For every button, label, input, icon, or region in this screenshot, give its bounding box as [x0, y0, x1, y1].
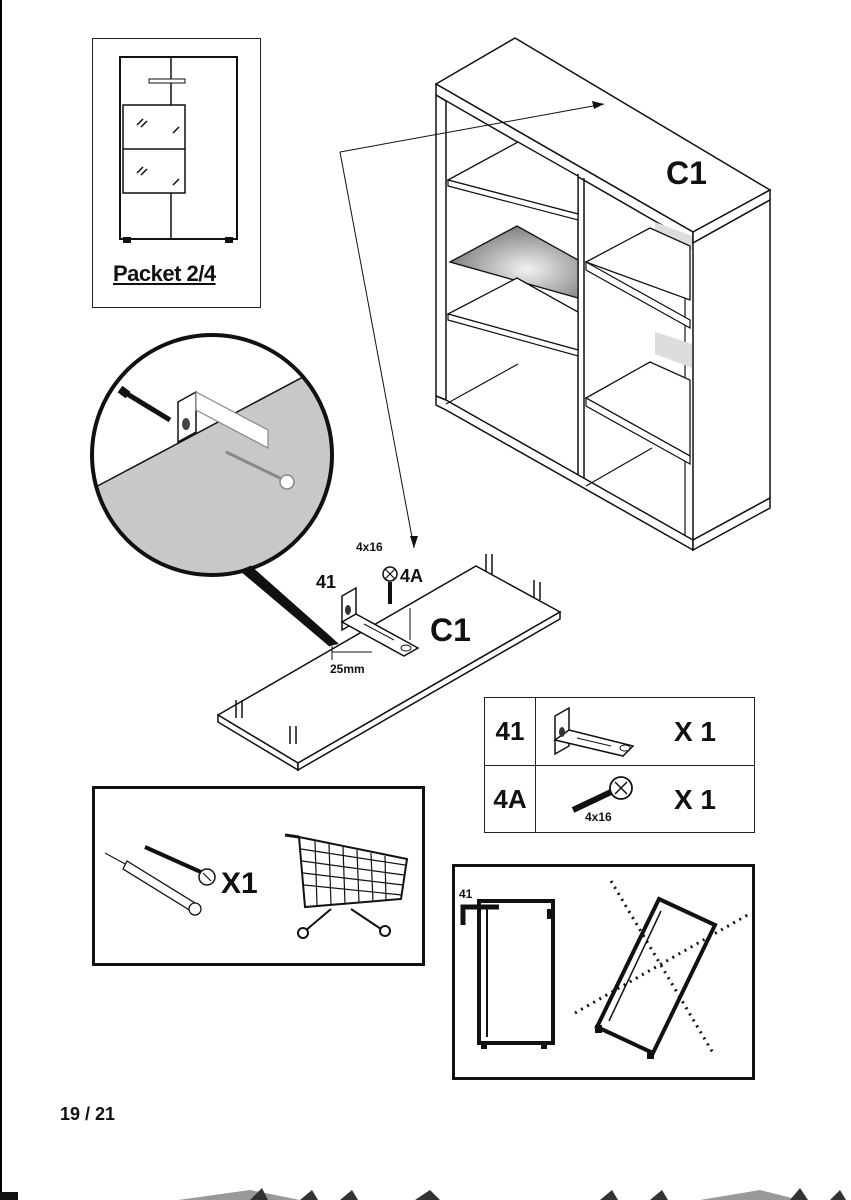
packet-thumbnail-box: Packet 2/4: [92, 38, 261, 308]
fixing-qty: X1: [221, 867, 258, 900]
cabinet-part-label: C1: [666, 155, 707, 191]
bracket-number-label: 41: [316, 572, 337, 592]
part-id: 4A: [485, 766, 536, 833]
long-screw-icon: [144, 845, 216, 886]
scan-edge-strip: [0, 1188, 846, 1200]
shopping-cart-icon: [284, 833, 409, 939]
part-qty: X 1: [673, 783, 716, 815]
page-edge: [0, 0, 2, 1200]
packet-label: Packet 2/4: [113, 261, 216, 286]
wall-plug-icon: [104, 852, 202, 916]
panel-part-label: C1: [430, 612, 471, 648]
screw-icon: [571, 776, 633, 813]
anchored-cabinet-icon: [460, 899, 555, 1049]
parts-list-table: 41 X 1 4A 4x16 X 1: [484, 697, 755, 833]
tipping-cabinet-crossed-icon: [574, 880, 752, 1059]
parts-row-bracket: 41 X 1: [485, 698, 754, 766]
part-id: 41: [485, 698, 536, 765]
page-number: 19 / 21: [60, 1104, 116, 1124]
wall-fixing-note-box: X1: [92, 786, 425, 966]
offset-dimension-label: 25mm: [330, 662, 365, 676]
tip-over-warning-box: 41: [452, 864, 755, 1080]
part-qty: X 1: [673, 715, 716, 747]
warning-bracket-number: 41: [459, 887, 473, 901]
screw-size-label: 4x16: [356, 540, 383, 554]
parts-row-screw: 4A 4x16 X 1: [485, 766, 754, 833]
l-bracket-icon: [553, 706, 635, 757]
cabinet-thumbnail-icon: [119, 56, 238, 243]
screw-code-label: 4A: [400, 566, 424, 586]
screw-size-caption: 4x16: [585, 810, 612, 824]
